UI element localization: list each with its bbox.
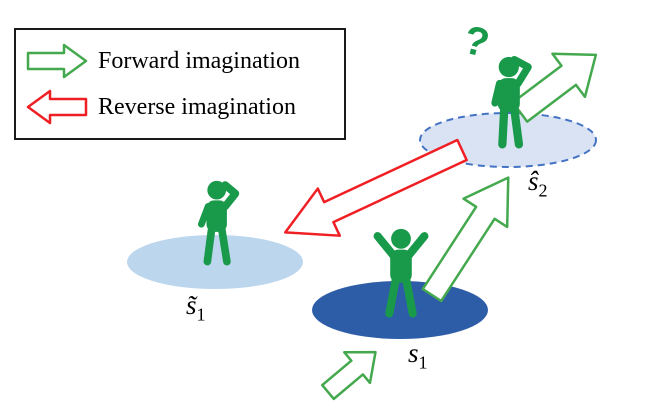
ellipse-s1 (312, 281, 488, 339)
bottom-green-arrow (320, 350, 377, 401)
top-right-arrow-shape (511, 52, 598, 123)
label-s1: s1 (408, 338, 428, 373)
person-thinking-icon (198, 180, 240, 266)
label-s2-hat-sub: 2 (538, 180, 548, 201)
top-right-green-arrow (511, 52, 598, 123)
forward-arrow-icon (26, 44, 88, 79)
label-s2-hat: ŝ2 (528, 166, 548, 201)
forward-arrow-shape (421, 176, 510, 303)
forward-imagination-arrow (421, 176, 510, 303)
person-confused-icon (491, 56, 532, 149)
reverse-imagination-arrow (284, 138, 468, 237)
label-s1-tilde-base: s̃ (186, 290, 197, 320)
person-cheering-icon (373, 228, 429, 318)
bottom-arrow-shape (320, 350, 377, 401)
legend-row-forward: Forward imagination (26, 43, 334, 79)
label-s1-tilde-sub: 1 (196, 304, 206, 325)
legend-box: Forward imagination Reverse imagination (14, 28, 346, 140)
label-s2-hat-base: ŝ (528, 166, 539, 196)
label-s1-sub: 1 (418, 352, 428, 373)
reverse-arrow-icon (26, 89, 88, 124)
label-s1-tilde: s̃1 (186, 290, 206, 325)
legend-row-reverse: Reverse imagination (26, 89, 334, 125)
reverse-arrow-shape (284, 138, 468, 237)
ellipse-s1-tilde (127, 235, 303, 289)
reverse-imagination-label: Reverse imagination (98, 93, 296, 120)
forward-imagination-label: Forward imagination (98, 48, 300, 75)
label-s1-base: s (408, 338, 419, 368)
